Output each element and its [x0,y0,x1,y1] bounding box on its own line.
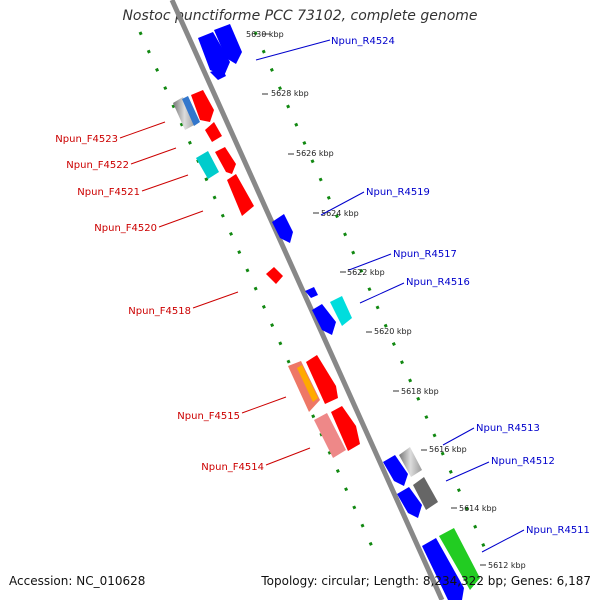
gene-arrow[interactable] [297,365,318,402]
gene-label-npun-r4524[interactable]: Npun_R4524 [331,36,395,47]
gene-arrow[interactable] [305,287,318,298]
gene-label-npun-r4516[interactable]: Npun_R4516 [406,277,470,288]
gene-arrow[interactable] [397,487,422,518]
gene-arrow[interactable] [399,447,422,477]
gene-arrow[interactable] [330,296,352,326]
kbp-label: 5622 kbp [347,268,385,277]
gene-arrow[interactable] [383,455,408,486]
genome-backbone [169,0,445,600]
gene-label-npun-f4521[interactable]: Npun_F4521 [77,187,140,198]
gene-arrow[interactable] [422,538,464,600]
gene-arrow[interactable] [196,151,219,179]
gene-label-npun-r4519[interactable]: Npun_R4519 [366,187,430,198]
gene-label-npun-f4515[interactable]: Npun_F4515 [177,411,240,422]
kbp-label: 5620 kbp [374,327,412,336]
gene-arrow[interactable] [210,68,226,80]
gene-arrow[interactable] [191,90,214,122]
gene-arrow[interactable] [266,267,283,284]
gene-arrow[interactable] [306,355,338,404]
gene-arrow[interactable] [314,413,346,458]
gene-arrow[interactable] [205,122,222,142]
kbp-label: 5614 kbp [459,504,497,513]
gene-label-npun-f4523[interactable]: Npun_F4523 [55,134,118,145]
gene-arrow[interactable] [215,147,236,174]
reverse-genes [198,24,480,600]
kbp-label: 5624 kbp [321,209,359,218]
gene-arrow[interactable] [312,304,336,335]
gene-label-npun-f4518[interactable]: Npun_F4518 [128,306,191,317]
forward-genes [173,90,360,458]
gene-arrow[interactable] [413,477,438,510]
kbp-label: 5630 kbp [246,30,284,39]
genome-title: Nostoc punctiforme PCC 73102, complete g… [122,8,478,24]
kbp-label: 5628 kbp [271,89,309,98]
gene-arrow[interactable] [272,214,293,243]
gene-label-npun-f4514[interactable]: Npun_F4514 [201,462,264,473]
forward-track-dots [138,31,380,561]
gene-arrow[interactable] [173,97,196,130]
gene-label-npun-f4520[interactable]: Npun_F4520 [94,223,157,234]
gene-arrow[interactable] [227,174,254,216]
kbp-label: 5626 kbp [296,149,334,158]
genome-summary-text: Topology: circular; Length: 8,234,322 bp… [261,574,591,588]
gene-label-npun-f4522[interactable]: Npun_F4522 [66,160,129,171]
accession-text: Accession: NC_010628 [9,574,146,588]
reverse-track-dots [253,31,492,561]
kbp-label: 5616 kbp [429,445,467,454]
forward-gene-labels: Npun_F4523 Npun_F4522 Npun_F4521 Npun_F4… [55,121,311,473]
gene-arrow[interactable] [182,96,200,126]
gene-label-npun-r4511[interactable]: Npun_R4511 [526,525,590,536]
kbp-label: 5612 kbp [488,561,526,570]
gene-arrow[interactable] [214,24,242,64]
reverse-gene-labels: Npun_R4524 Npun_R4519 Npun_R4517 Npun_R4… [255,36,590,553]
gene-label-npun-r4512[interactable]: Npun_R4512 [491,456,555,467]
kbp-ruler: 5630 kbp 5628 kbp 5626 kbp 5624 kbp 5622… [246,30,526,570]
gene-label-npun-r4513[interactable]: Npun_R4513 [476,423,540,434]
gene-label-npun-r4517[interactable]: Npun_R4517 [393,249,457,260]
gene-arrow[interactable] [198,32,230,76]
gene-arrow[interactable] [439,528,480,590]
kbp-label: 5618 kbp [401,387,439,396]
gene-arrow[interactable] [331,406,360,451]
